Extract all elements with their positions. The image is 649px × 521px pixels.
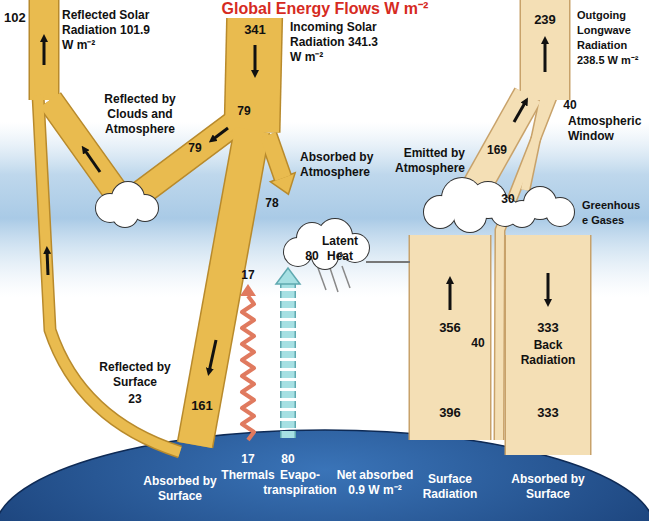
flow-value: 341 bbox=[235, 22, 275, 37]
flow-value: 102 bbox=[4, 10, 30, 25]
flow-value: 17 bbox=[238, 268, 258, 283]
flow-label: Surface Radiation bbox=[415, 472, 485, 502]
flow-value: 333 bbox=[532, 320, 564, 335]
flow-value: 79 bbox=[184, 141, 206, 156]
solar-arrowhead bbox=[272, 174, 294, 193]
flow-label: Emitted by Atmosphere bbox=[383, 146, 465, 176]
flow-value: 79 bbox=[233, 104, 255, 119]
evapotranspiration-arrowhead bbox=[276, 268, 300, 284]
flow-label: Evapo-transpiration bbox=[263, 468, 337, 498]
longwave-band bbox=[450, 0, 553, 455]
flow-label: Reflected by Clouds and Atmosphere bbox=[102, 92, 178, 137]
thermals-arrowhead bbox=[240, 284, 256, 296]
flow-value: 333 bbox=[532, 405, 564, 420]
solar-band-outline bbox=[38, 0, 283, 452]
flow-label: Outgoing Longwave Radiation 238.5 W m⁻² bbox=[577, 8, 645, 68]
flow-label: Reflected Solar Radiation 101.9 W m⁻² bbox=[62, 8, 162, 53]
flow-value: 396 bbox=[434, 405, 466, 420]
flow-value: 161 bbox=[187, 398, 217, 413]
evapotranspiration-arrow bbox=[282, 282, 295, 438]
cloud bbox=[96, 178, 574, 269]
flow-label: Incoming Solar Radiation 341.3 W m⁻² bbox=[290, 20, 390, 65]
flow-label: Thermals bbox=[220, 468, 276, 483]
flow-value: 78 bbox=[261, 196, 283, 211]
cloud-outline bbox=[96, 178, 574, 269]
solar-band bbox=[38, 0, 283, 452]
flow-label: Net absorbed 0.9 W m⁻² bbox=[335, 468, 415, 498]
flow-value: 40 bbox=[560, 98, 580, 113]
flow-label: Reflected by Surface bbox=[97, 360, 173, 390]
thermals-wave bbox=[242, 296, 254, 440]
flow-label: Back Radiation bbox=[513, 338, 583, 368]
rain bbox=[318, 266, 350, 292]
evapotranspiration-arrow bbox=[280, 282, 296, 438]
flow-value: 17 bbox=[238, 452, 258, 467]
flow-direction-arrow bbox=[44, 38, 548, 372]
flow-value: 169 bbox=[485, 143, 509, 158]
flow-label: Latent Heat bbox=[318, 234, 362, 264]
flow-label: Greenhouse Gases bbox=[582, 198, 644, 228]
flow-label: Absorbed by Surface bbox=[140, 474, 220, 504]
flow-label: Absorbed by Surface bbox=[508, 472, 588, 502]
flow-value: 80 bbox=[278, 452, 298, 467]
longwave-band-outline bbox=[450, 0, 553, 455]
flow-label: Atmospheric Window bbox=[568, 114, 644, 144]
diagram-title: Global Energy Flows W m⁻² bbox=[205, 0, 445, 18]
flow-label: Absorbed by Atmosphere bbox=[300, 150, 380, 180]
flow-value: 80 bbox=[302, 249, 322, 264]
flow-value: 30 bbox=[499, 192, 517, 207]
flow-value: 40 bbox=[468, 336, 488, 351]
flow-value: 356 bbox=[434, 320, 466, 335]
latent-heat-link bbox=[366, 261, 410, 263]
flow-value: 239 bbox=[525, 12, 565, 27]
flow-value: 23 bbox=[123, 392, 147, 407]
